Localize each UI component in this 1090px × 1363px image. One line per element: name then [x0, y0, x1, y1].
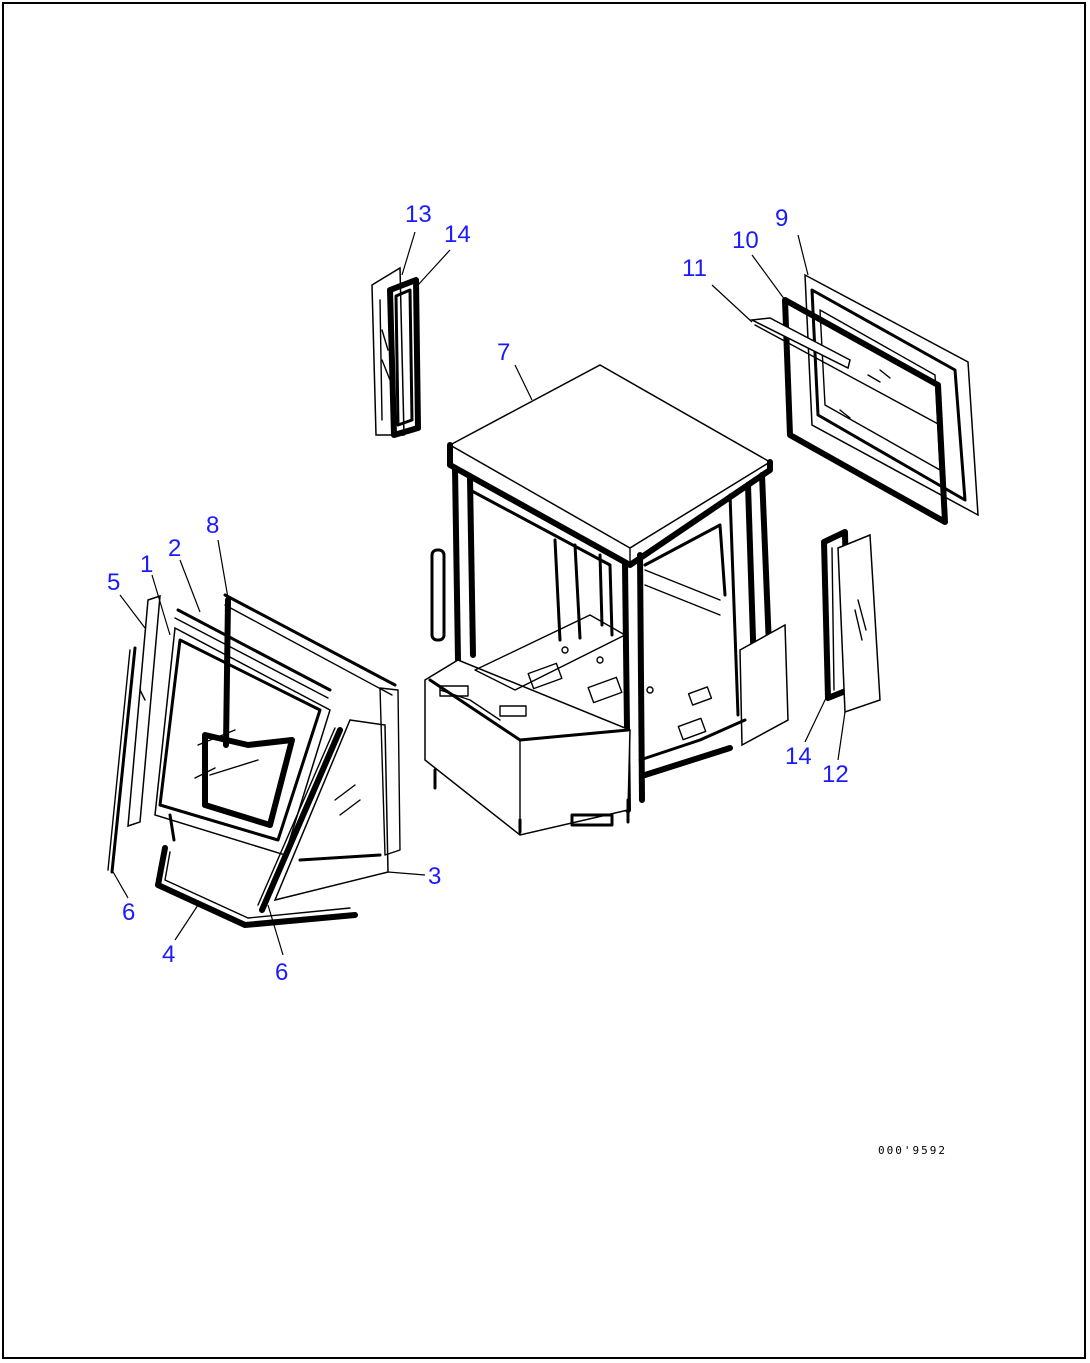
callout-3: 3 — [428, 863, 441, 890]
callout-9: 9 — [775, 205, 788, 232]
callout-14-upper: 14 — [444, 221, 471, 248]
figure-id: 000'9592 — [878, 1144, 947, 1157]
rear-window-assembly — [749, 273, 979, 525]
cab-roof — [448, 364, 772, 549]
callout-13: 13 — [405, 201, 432, 228]
cab-body — [424, 364, 789, 836]
callout-10: 10 — [732, 227, 759, 254]
front-glass-assembly — [107, 593, 401, 928]
callout-8: 8 — [206, 512, 219, 539]
callout-5: 5 — [107, 569, 120, 596]
callouts: 13 14 7 9 10 11 8 2 1 5 3 4 6 6 14 12 00… — [107, 201, 947, 1157]
door-glass-upper — [371, 266, 421, 438]
callout-12: 12 — [822, 761, 849, 788]
callout-7: 7 — [497, 339, 510, 366]
callout-6-lower: 6 — [275, 959, 288, 986]
callout-11: 11 — [682, 255, 707, 282]
callout-6-left: 6 — [122, 899, 135, 926]
right-side-glass — [821, 529, 881, 714]
callout-2: 2 — [168, 535, 181, 562]
callout-14-lower: 14 — [785, 743, 812, 770]
callout-4: 4 — [162, 941, 175, 968]
leader-lines — [111, 231, 846, 956]
callout-1: 1 — [140, 551, 153, 578]
